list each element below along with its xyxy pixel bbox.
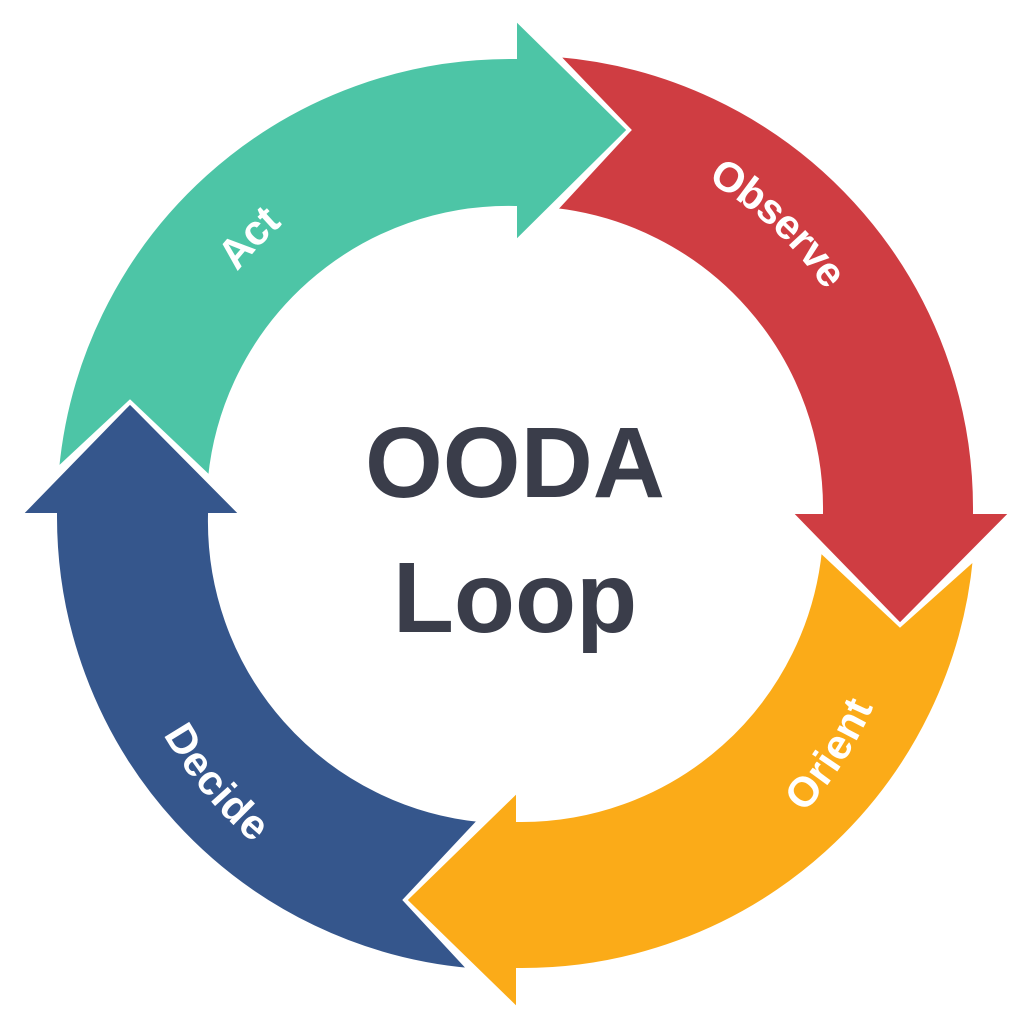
decide-segment [15, 399, 485, 973]
observe-segment [550, 52, 1017, 628]
loop-segments [15, 13, 1017, 1015]
act-segment [54, 13, 632, 483]
title-line-2: Loop [393, 542, 637, 654]
orient-segment [402, 545, 978, 1015]
title-line-1: OODA [365, 407, 665, 519]
center-title: OODA Loop [365, 407, 665, 654]
